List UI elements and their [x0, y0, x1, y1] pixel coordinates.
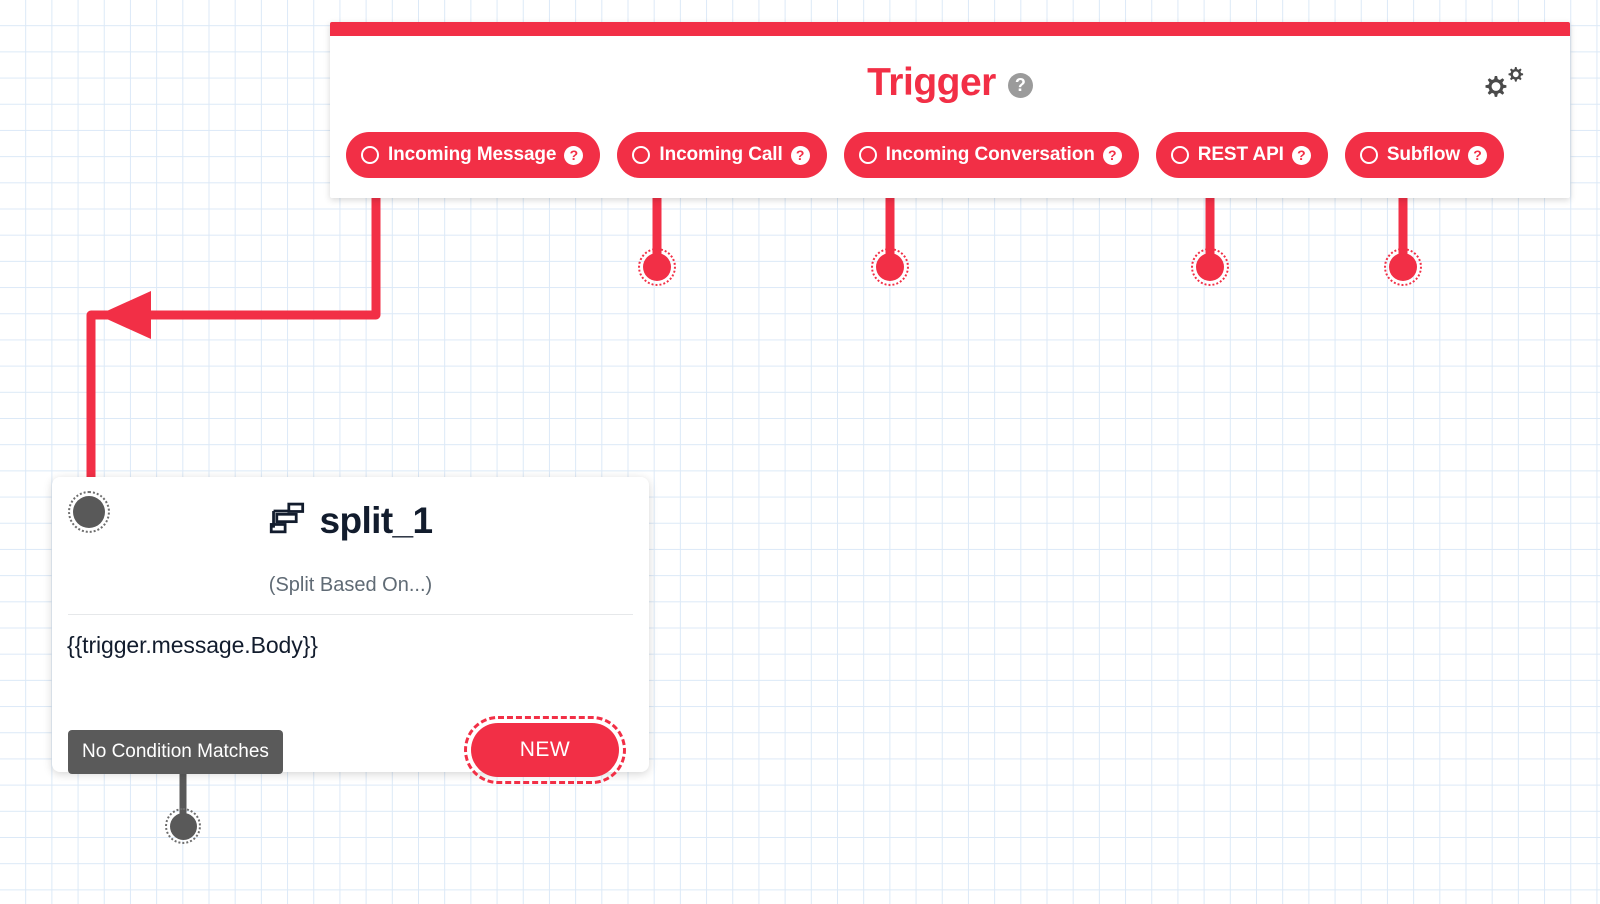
- trigger-pill-row: Incoming Message ? Incoming Call ? Incom…: [346, 130, 1554, 180]
- node-output-connector[interactable]: [165, 808, 201, 844]
- new-transition-button[interactable]: NEW: [464, 716, 626, 784]
- connector-dot-core: [1389, 253, 1417, 281]
- connector-dot-core: [1196, 253, 1224, 281]
- trigger-pill-label: Incoming Conversation: [885, 144, 1095, 165]
- trigger-title-row: Trigger ?: [330, 36, 1570, 128]
- help-circle-icon[interactable]: ?: [1468, 145, 1488, 165]
- help-circle-icon[interactable]: ?: [790, 145, 810, 165]
- connector-dot-core: [73, 496, 105, 528]
- condition-chip-no-condition-matches[interactable]: No Condition Matches: [68, 730, 283, 774]
- split-expression-value[interactable]: {{trigger.message.Body}}: [67, 632, 318, 658]
- divider: [68, 614, 633, 615]
- trigger-panel-accent-bar: [330, 22, 1570, 36]
- connector-dot-core: [876, 253, 904, 281]
- trigger-output-dot-subflow[interactable]: [1384, 248, 1422, 286]
- split-node-header: split_1: [52, 499, 649, 541]
- trigger-pill-subflow[interactable]: Subflow ?: [1344, 132, 1505, 178]
- page-title: Trigger: [867, 60, 996, 104]
- help-circle-icon[interactable]: ?: [564, 145, 584, 165]
- help-circle-icon[interactable]: ?: [1007, 72, 1033, 98]
- radio-circle-icon: [632, 146, 651, 164]
- trigger-pill-incoming-conversation[interactable]: Incoming Conversation ?: [843, 132, 1139, 178]
- help-circle-icon[interactable]: ?: [1102, 145, 1122, 165]
- radio-circle-icon: [1359, 146, 1378, 164]
- node-input-connector[interactable]: [68, 491, 110, 533]
- trigger-output-dot-incoming-call[interactable]: [638, 248, 676, 286]
- radio-circle-icon: [1170, 146, 1189, 164]
- split-node-title: split_1: [319, 499, 433, 541]
- split-node-card[interactable]: split_1 (Split Based On...) {{trigger.me…: [52, 477, 649, 784]
- connector-dot-core: [169, 812, 197, 840]
- trigger-pill-label: Subflow: [1386, 144, 1461, 165]
- split-widget-icon: [268, 499, 305, 541]
- trigger-pill-label: Incoming Message: [388, 144, 557, 165]
- connector-dot-core: [643, 253, 671, 281]
- radio-circle-icon: [858, 146, 877, 164]
- split-node-subtitle: (Split Based On...): [268, 574, 433, 596]
- gears-icon[interactable]: [1482, 64, 1524, 106]
- trigger-pill-label: REST API: [1197, 144, 1284, 165]
- trigger-output-dot-incoming-conversation[interactable]: [871, 248, 909, 286]
- trigger-panel: Trigger ? Incoming Message: [330, 22, 1570, 198]
- trigger-output-dot-rest-api[interactable]: [1191, 248, 1229, 286]
- trigger-pill-label: Incoming Call: [659, 144, 783, 165]
- radio-circle-icon: [361, 146, 379, 164]
- help-circle-icon[interactable]: ?: [1291, 145, 1311, 165]
- trigger-pill-incoming-message[interactable]: Incoming Message ?: [346, 132, 601, 178]
- trigger-pill-rest-api[interactable]: REST API ?: [1155, 132, 1328, 178]
- trigger-pill-incoming-call[interactable]: Incoming Call ?: [617, 132, 827, 178]
